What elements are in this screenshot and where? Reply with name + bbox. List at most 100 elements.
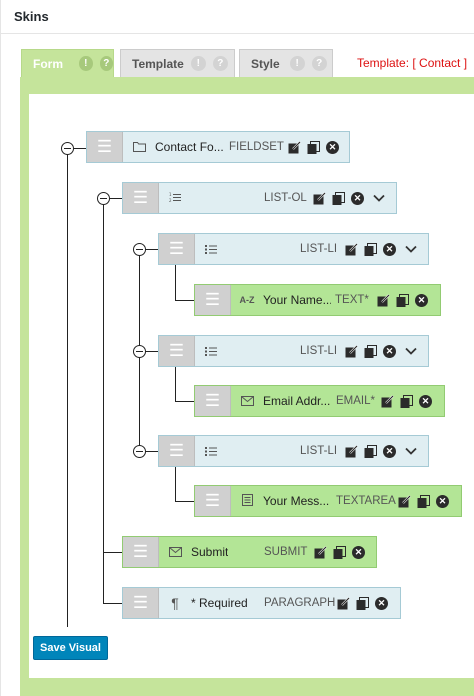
copy-icon[interactable] bbox=[331, 544, 348, 561]
panel-divider bbox=[0, 33, 474, 34]
textarea-field-node[interactable]: ☰ Your Mess... TEXTAREA ✕ bbox=[194, 485, 462, 517]
edit-icon[interactable] bbox=[375, 292, 392, 309]
envelope-icon bbox=[159, 545, 191, 560]
node-actions: ✕ bbox=[379, 393, 434, 410]
delete-icon[interactable]: ✕ bbox=[381, 443, 398, 460]
edit-icon[interactable] bbox=[396, 493, 413, 510]
text-field-node[interactable]: ☰ A-Z Your Name... TEXT* ✕ bbox=[194, 284, 441, 316]
drag-handle-icon[interactable]: ☰ bbox=[123, 537, 159, 567]
tree-connector bbox=[175, 501, 194, 502]
edit-icon[interactable] bbox=[343, 241, 360, 258]
save-visual-button[interactable]: Save Visual bbox=[33, 636, 108, 660]
drag-handle-icon[interactable]: ☰ bbox=[159, 436, 195, 466]
text-az-icon: A-Z bbox=[239, 295, 255, 305]
drag-handle-icon[interactable]: ☰ bbox=[159, 234, 195, 264]
tab-label: Style bbox=[251, 56, 280, 71]
info-badge-icon[interactable]: ! bbox=[190, 56, 206, 71]
list-icon bbox=[195, 242, 227, 257]
chevron-down-icon[interactable] bbox=[370, 190, 388, 207]
node-label: Your Mess... bbox=[263, 494, 330, 508]
chevron-down-icon[interactable] bbox=[402, 443, 420, 460]
email-field-node[interactable]: ☰ Email Addr... EMAIL* ✕ bbox=[194, 385, 445, 417]
list-li-node[interactable]: ☰ LIST-LI ✕ bbox=[158, 335, 429, 367]
collapse-toggle[interactable] bbox=[61, 142, 74, 155]
node-actions: ✕ bbox=[312, 544, 367, 561]
copy-icon[interactable] bbox=[305, 139, 322, 156]
copy-icon[interactable] bbox=[398, 393, 415, 410]
tree-connector bbox=[175, 467, 176, 502]
delete-icon[interactable]: ✕ bbox=[350, 544, 367, 561]
node-type: PARAGRAPH bbox=[264, 597, 336, 609]
edit-icon[interactable] bbox=[311, 190, 328, 207]
list-li-node[interactable]: ☰ LIST-LI ✕ bbox=[158, 435, 429, 467]
node-actions: ✕ bbox=[343, 443, 420, 460]
tab-form[interactable]: Form ! ? bbox=[21, 49, 114, 77]
collapse-toggle[interactable] bbox=[133, 345, 146, 358]
node-type: LIST-LI bbox=[300, 243, 338, 255]
submit-node[interactable]: ☰ Submit SUBMIT ✕ bbox=[122, 536, 377, 568]
tab-template[interactable]: Template ! ? bbox=[120, 49, 235, 77]
node-label: Your Name... bbox=[263, 293, 331, 307]
delete-icon[interactable]: ✕ bbox=[349, 190, 366, 207]
edit-icon[interactable] bbox=[343, 443, 360, 460]
drag-handle-icon[interactable]: ☰ bbox=[195, 386, 231, 416]
tree-connector bbox=[175, 367, 176, 402]
delete-icon[interactable]: ✕ bbox=[324, 139, 341, 156]
tree-connector bbox=[139, 249, 158, 250]
chevron-down-icon[interactable] bbox=[402, 343, 420, 360]
collapse-toggle[interactable] bbox=[133, 243, 146, 256]
tree-connector bbox=[175, 401, 194, 402]
delete-icon[interactable]: ✕ bbox=[413, 292, 430, 309]
fieldset-node[interactable]: ☰ Contact Fo... FIELDSET ✕ bbox=[86, 131, 350, 163]
node-type: FIELDSET bbox=[229, 141, 284, 153]
delete-icon[interactable]: ✕ bbox=[381, 343, 398, 360]
textarea-icon bbox=[231, 493, 263, 509]
copy-icon[interactable] bbox=[362, 443, 379, 460]
tree-connector bbox=[103, 198, 104, 603]
drag-handle-icon[interactable]: ☰ bbox=[123, 183, 159, 213]
edit-icon[interactable] bbox=[335, 595, 352, 612]
envelope-icon bbox=[231, 394, 263, 409]
help-badge-icon[interactable]: ? bbox=[311, 56, 327, 71]
collapse-toggle[interactable] bbox=[97, 192, 110, 205]
list-li-node[interactable]: ☰ LIST-LI ✕ bbox=[158, 233, 429, 265]
collapse-toggle[interactable] bbox=[133, 445, 146, 458]
tree-connector bbox=[103, 198, 122, 199]
tree-connector bbox=[103, 603, 122, 604]
drag-handle-icon[interactable]: ☰ bbox=[87, 132, 123, 162]
edit-icon[interactable] bbox=[379, 393, 396, 410]
node-actions: ✕ bbox=[343, 241, 420, 258]
edit-icon[interactable] bbox=[343, 343, 360, 360]
copy-icon[interactable] bbox=[330, 190, 347, 207]
tree-connector bbox=[139, 351, 158, 352]
node-type: SUBMIT bbox=[264, 546, 308, 558]
drag-handle-icon[interactable]: ☰ bbox=[123, 588, 159, 618]
paragraph-node[interactable]: ☰ ¶ * Required PARAGRAPH ✕ bbox=[122, 587, 401, 619]
edit-icon[interactable] bbox=[312, 544, 329, 561]
delete-icon[interactable]: ✕ bbox=[381, 241, 398, 258]
help-badge-icon[interactable]: ? bbox=[212, 56, 228, 71]
copy-icon[interactable] bbox=[362, 241, 379, 258]
chevron-down-icon[interactable] bbox=[402, 241, 420, 258]
copy-icon[interactable] bbox=[415, 493, 432, 510]
copy-icon[interactable] bbox=[354, 595, 371, 612]
node-type: EMAIL* bbox=[336, 395, 375, 407]
delete-icon[interactable]: ✕ bbox=[434, 493, 451, 510]
drag-handle-icon[interactable]: ☰ bbox=[195, 486, 231, 516]
tree-connector bbox=[139, 451, 158, 452]
copy-icon[interactable] bbox=[362, 343, 379, 360]
delete-icon[interactable]: ✕ bbox=[417, 393, 434, 410]
edit-icon[interactable] bbox=[286, 139, 303, 156]
copy-icon[interactable] bbox=[394, 292, 411, 309]
info-badge-icon[interactable]: ! bbox=[79, 56, 93, 71]
svg-text:2: 2 bbox=[169, 198, 172, 203]
delete-icon[interactable]: ✕ bbox=[373, 595, 390, 612]
help-badge-icon[interactable]: ? bbox=[99, 56, 113, 71]
tab-style[interactable]: Style ! ? bbox=[239, 49, 333, 77]
node-actions: ✕ bbox=[396, 493, 451, 510]
drag-handle-icon[interactable]: ☰ bbox=[159, 336, 195, 366]
drag-handle-icon[interactable]: ☰ bbox=[195, 285, 231, 315]
info-badge-icon[interactable]: ! bbox=[289, 56, 305, 71]
